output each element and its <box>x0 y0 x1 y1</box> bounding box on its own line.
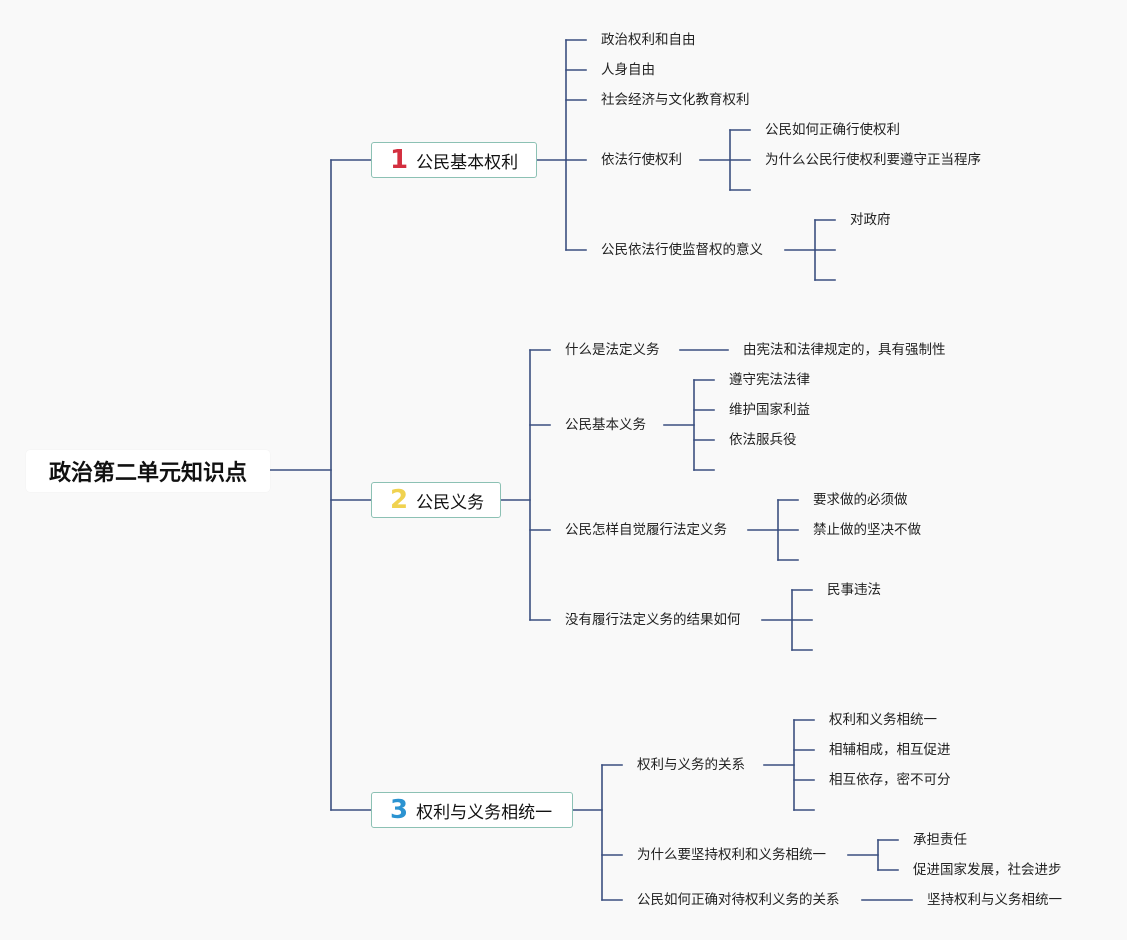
node-label: 权利和义务相统一 <box>829 712 937 728</box>
node-label: 承担责任 <box>913 832 967 848</box>
node-label: 相互依存，密不可分 <box>829 772 951 788</box>
node-label: 公民基本义务 <box>565 417 646 433</box>
node-label: 公民如何正确对待权利义务的关系 <box>637 892 840 908</box>
node-label: 什么是法定义务 <box>565 342 660 358</box>
node-label: 对政府 <box>850 212 891 228</box>
node-label: 公民依法行使监督权的意义 <box>601 242 763 258</box>
node-label: 依法服兵役 <box>729 432 797 448</box>
section-2-number: 2 <box>390 485 409 515</box>
section-3-number: 3 <box>390 795 409 825</box>
node-label: 政治权利和自由 <box>601 32 696 48</box>
node-label: 社会经济与文化教育权利 <box>601 92 750 108</box>
node-label: 坚持权利与义务相统一 <box>927 892 1062 908</box>
node-label: 维护国家利益 <box>729 402 810 418</box>
section-3-box: 3 权利与义务相统一 <box>371 792 573 828</box>
node-label: 要求做的必须做 <box>813 492 908 508</box>
root-title: 政治第二单元知识点 <box>48 461 247 486</box>
node-label: 遵守宪法法律 <box>729 372 810 388</box>
section-1-title: 公民基本权利 <box>416 152 519 173</box>
section-3-title: 权利与义务相统一 <box>416 802 553 823</box>
node-label: 由宪法和法律规定的，具有强制性 <box>743 342 946 358</box>
section-1-number: 1 <box>390 145 409 175</box>
root-topic: 政治第二单元知识点 <box>26 450 270 492</box>
node-label: 禁止做的坚决不做 <box>813 522 921 538</box>
node-label: 民事违法 <box>827 582 881 598</box>
node-label: 权利与义务的关系 <box>637 757 745 773</box>
section-2-box: 2 公民义务 <box>371 482 501 518</box>
node-label: 人身自由 <box>601 62 655 78</box>
node-label: 为什么公民行使权利要遵守正当程序 <box>765 152 981 168</box>
node-label: 为什么要坚持权利和义务相统一 <box>637 847 826 863</box>
node-label: 相辅相成，相互促进 <box>829 742 951 758</box>
section-1-box: 1 公民基本权利 <box>371 142 537 178</box>
node-label: 公民如何正确行使权利 <box>765 122 900 138</box>
node-label: 促进国家发展，社会进步 <box>913 862 1062 878</box>
node-label: 依法行使权利 <box>601 152 682 168</box>
node-label: 没有履行法定义务的结果如何 <box>565 612 741 628</box>
node-label: 公民怎样自觉履行法定义务 <box>565 522 727 538</box>
section-2-title: 公民义务 <box>416 492 485 513</box>
